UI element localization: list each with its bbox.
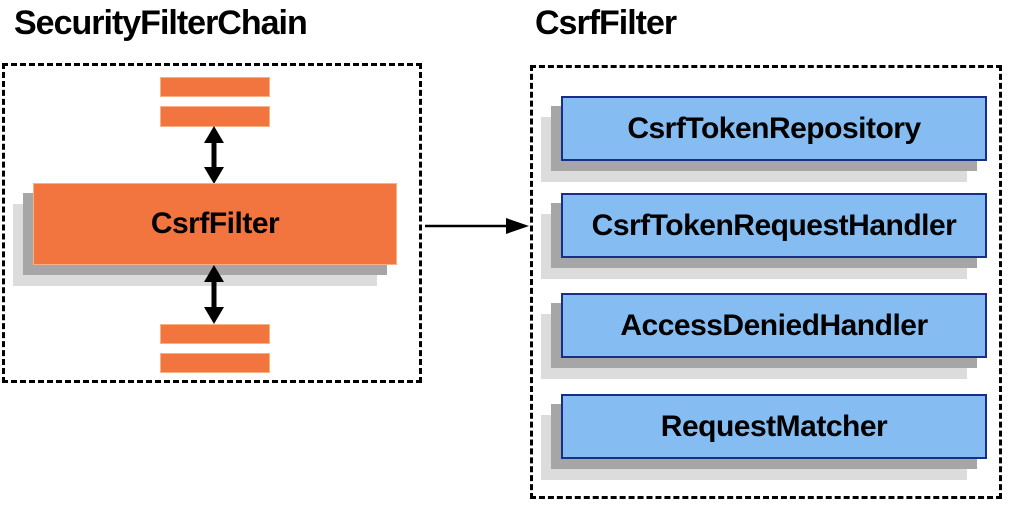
component-label: CsrfTokenRepository [627,111,921,145]
csrf-filter-title: CsrfFilter [535,4,677,42]
right-arrow-icon [425,218,529,234]
csrf-filter-box-label: CsrfFilter [150,207,280,240]
bidirectional-arrow-icon [204,126,224,184]
filter-placeholder-bar [160,77,270,97]
security-filter-chain-container [2,63,422,383]
component-label: CsrfTokenRequestHandler [591,208,957,242]
security-filter-chain-title: SecurityFilterChain [14,4,308,42]
component-box-access-denied-handler: AccessDeniedHandler [561,293,987,358]
component-box-request-matcher: RequestMatcher [561,394,987,459]
filter-placeholder-bar [160,353,270,373]
csrf-filter-box: CsrfFilter [33,183,397,265]
bidirectional-arrow-icon [204,265,224,324]
filter-placeholder-bar [160,324,270,344]
csrf-filter-container [530,65,1002,499]
component-label: RequestMatcher [660,409,888,443]
component-box-csrf-token-repository: CsrfTokenRepository [561,96,987,161]
component-label: AccessDeniedHandler [620,308,928,342]
filter-placeholder-bar [160,106,270,127]
component-box-csrf-token-request-handler: CsrfTokenRequestHandler [561,193,987,258]
